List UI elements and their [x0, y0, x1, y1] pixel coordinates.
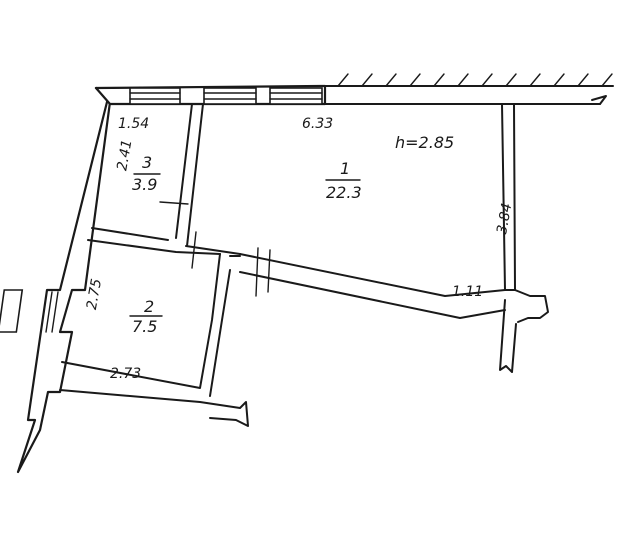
dim-room1-corner: 1.11 [452, 284, 483, 300]
door-mark-room2 [191, 231, 197, 269]
dim-room2-length: 2.75 [84, 277, 105, 311]
ceiling-height-label: h=2.85 [395, 133, 454, 152]
dim-room1-width: 6.33 [302, 116, 333, 132]
room3-area: 3.9 [132, 175, 157, 194]
window-4 [0, 289, 24, 333]
room3-right-wall-inner [186, 103, 204, 247]
room2-right-wall-outer [61, 253, 221, 389]
room3-right-wall-outer [175, 103, 193, 239]
dim-room2-width: 2.73 [110, 366, 141, 382]
room3-number: 3 [142, 153, 152, 172]
window-1 [129, 87, 181, 105]
window-2 [203, 87, 257, 105]
room1-number: 1 [340, 159, 350, 178]
room2-number: 2 [144, 297, 154, 316]
room2-area: 7.5 [132, 317, 157, 336]
right-lower-wall [499, 299, 517, 373]
room2-bottom-wall [59, 389, 249, 427]
top-windows [129, 87, 323, 105]
dim-room3-length: 2.41 [114, 138, 135, 171]
room3-bottom-wall-upper [91, 227, 169, 241]
window-3 [269, 87, 323, 105]
room1-bottom-wall-lower [239, 271, 506, 319]
dim-room1-length: 3.84 [494, 202, 515, 235]
exterior-left-wall [16, 86, 112, 474]
room1-right-wall [501, 103, 516, 291]
door-mark-room1-b [267, 249, 271, 293]
door-mark-room3 [159, 201, 189, 205]
left-window [0, 289, 59, 333]
top-break-mark [591, 95, 607, 105]
door-mark-room1-a [255, 247, 259, 297]
ground-hatching [337, 73, 613, 87]
room1-area: 22.3 [326, 183, 362, 202]
room2-right-wall-inner [209, 269, 231, 397]
room1-bottom-wall-upper [239, 253, 506, 297]
dim-room3-width: 1.54 [118, 116, 149, 132]
right-wall-stub [514, 289, 549, 323]
room3-bottom-wall-lower [87, 239, 221, 255]
